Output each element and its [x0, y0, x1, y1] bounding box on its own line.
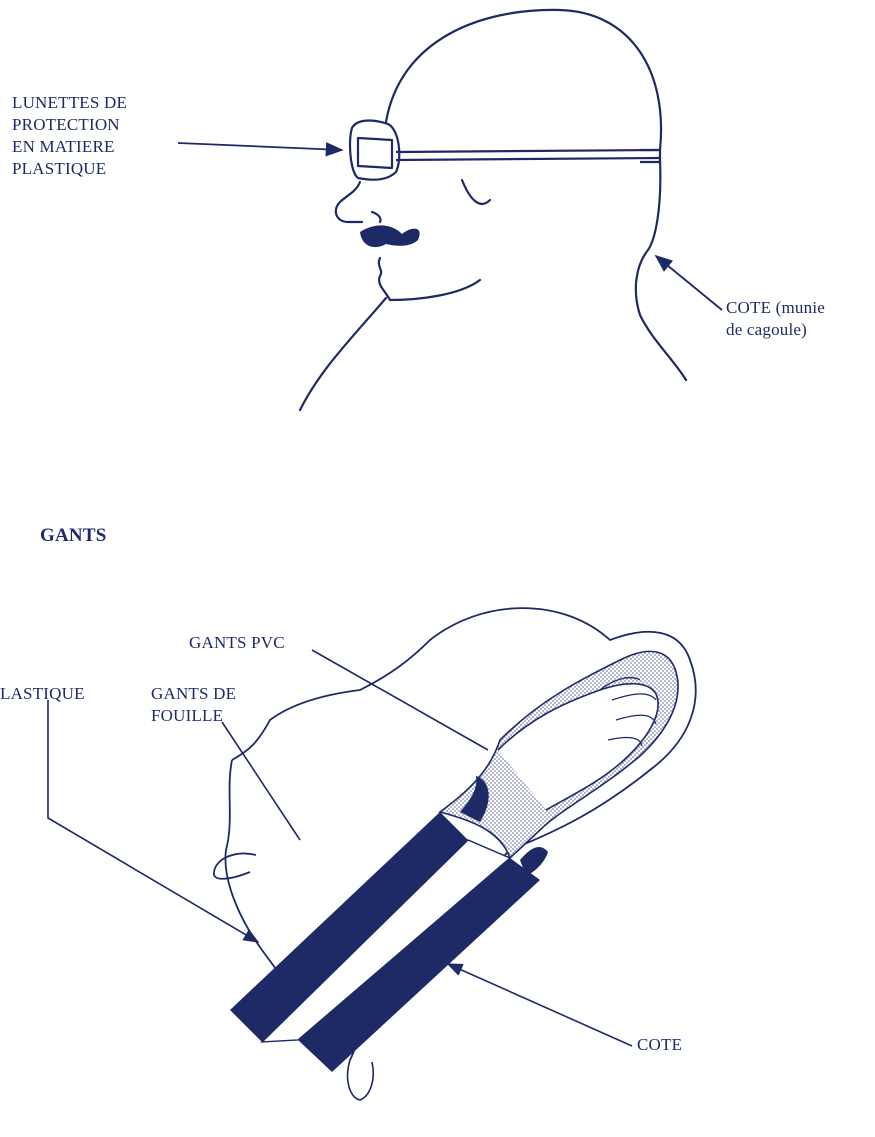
gants-pvc-label: GANTS PVC: [189, 632, 285, 654]
ear: [462, 180, 490, 204]
gants-fouille-arrow: [222, 722, 300, 840]
plastic-cuff: [214, 854, 256, 879]
plastique-label: LASTIQUE: [0, 683, 85, 705]
lips-chin: [379, 258, 480, 300]
head-profile-icon: [300, 10, 686, 410]
eyebrow: [372, 212, 381, 222]
moustache-icon: [360, 225, 420, 247]
goggles-icon: [350, 121, 660, 180]
cote-label: COTE: [637, 1034, 682, 1056]
face-profile: [336, 182, 362, 222]
cote-hood-arrow: [656, 256, 722, 310]
plastique-arrow: [48, 700, 258, 942]
gloved-arm-icon: [214, 608, 696, 1100]
goggles-arrow: [178, 143, 342, 150]
cote-hood-label: COTE (munie de cagoule): [726, 297, 825, 341]
gants-fouille-label: GANTS DE FOUILLE: [151, 683, 236, 727]
gants-section-title: GANTS: [40, 525, 106, 547]
neck-line: [300, 298, 386, 410]
goggles-label: LUNETTES DE PROTECTION EN MATIERE PLASTI…: [12, 92, 127, 180]
hood-back: [636, 160, 686, 380]
hood-outline: [386, 10, 661, 150]
cote-arrow: [448, 964, 632, 1046]
wrist-tab: [348, 1060, 374, 1100]
